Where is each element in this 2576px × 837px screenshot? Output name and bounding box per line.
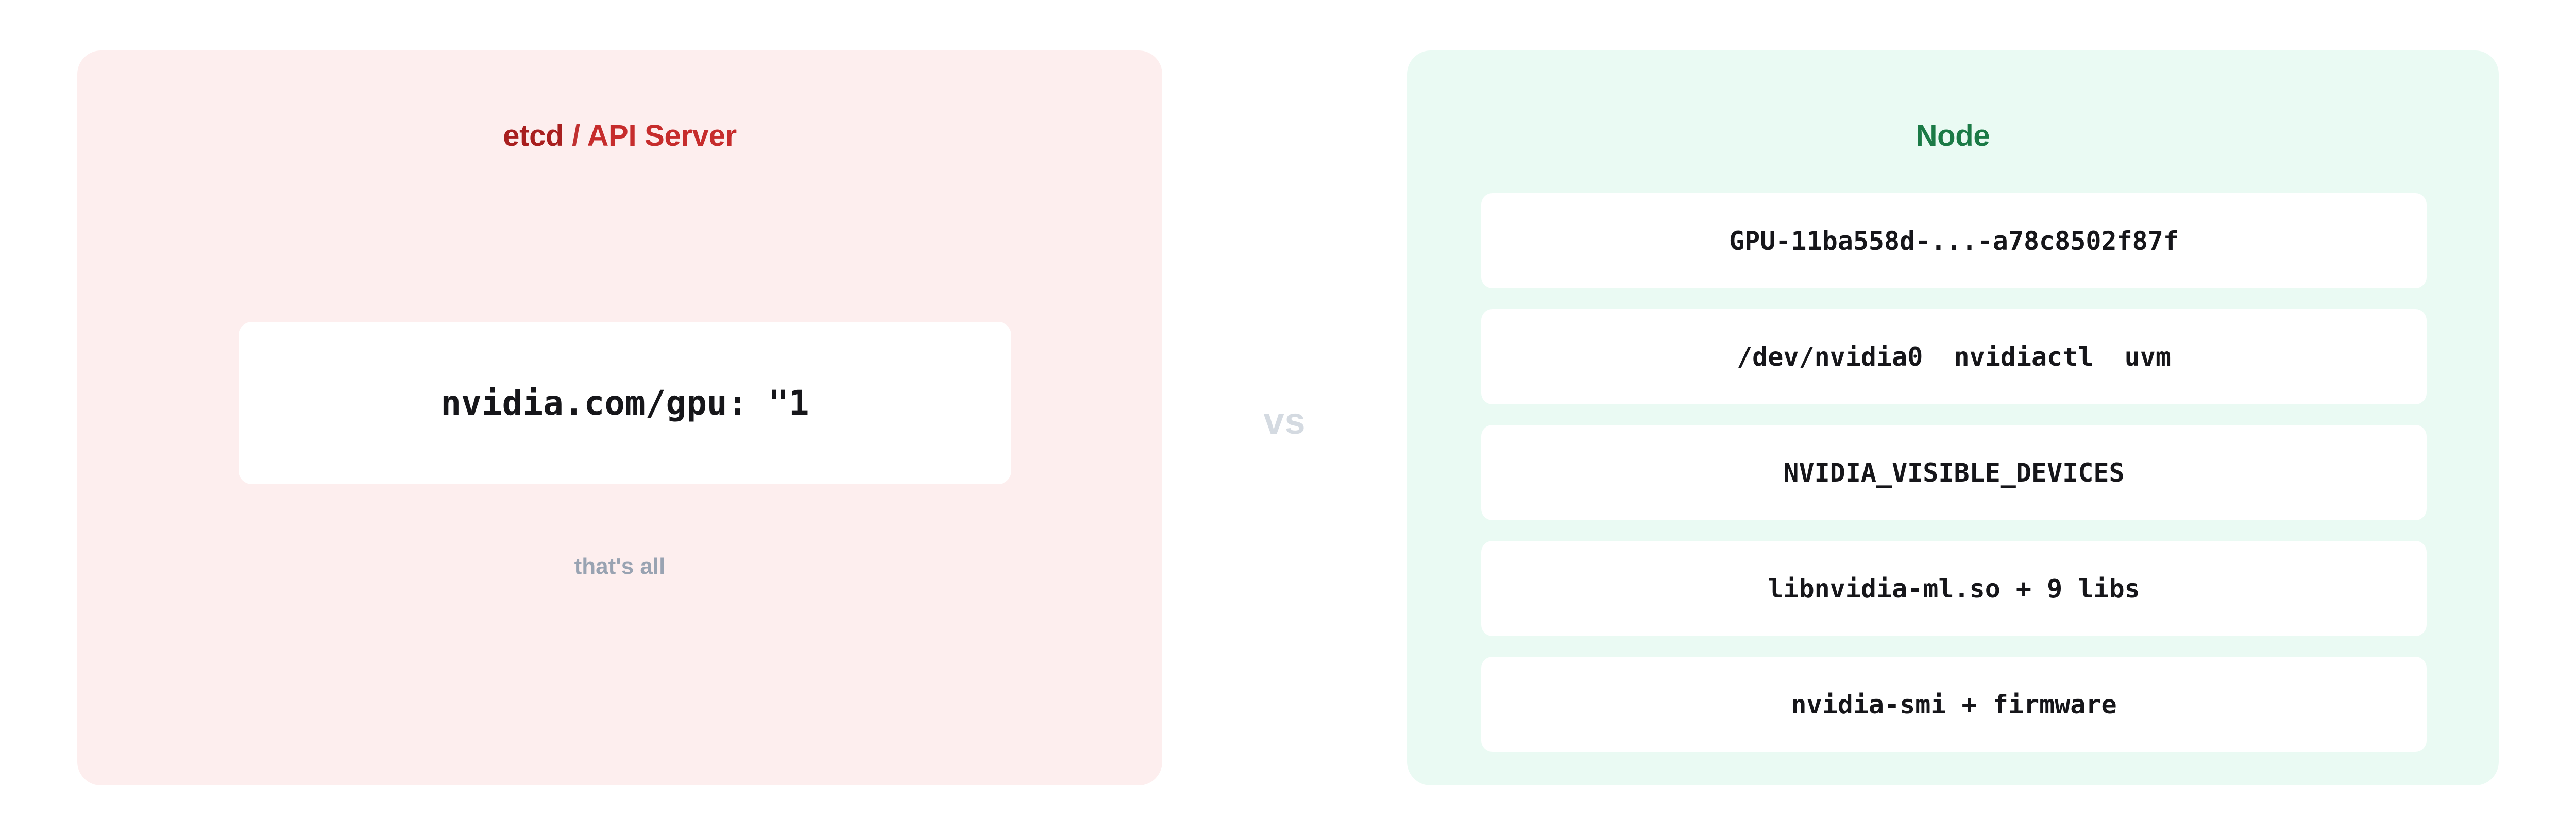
node-requirement-card: NVIDIA_VISIBLE_DEVICES — [1481, 425, 2427, 520]
node-requirement-text: nvidia-smi + firmware — [1791, 689, 2117, 720]
vs-divider-label: vs — [1263, 401, 1306, 442]
node-panel-title: Node — [1916, 119, 1990, 152]
node-requirement-card: /dev/nvidia0 nvidiactl uvm — [1481, 309, 2427, 404]
etcd-api-server-panel: etcd / API Server nvidia.com/gpu: "1 tha… — [77, 50, 1162, 785]
thats-all-caption: that's all — [574, 554, 666, 579]
node-requirement-card: GPU-11ba558d-...-a78c8502f87f — [1481, 193, 2427, 288]
gpu-resource-request-text: nvidia.com/gpu: "1 — [440, 383, 809, 423]
node-requirement-card: nvidia-smi + firmware — [1481, 657, 2427, 752]
node-requirement-card: libnvidia-ml.so + 9 libs — [1481, 541, 2427, 636]
node-requirement-text: GPU-11ba558d-...-a78c8502f87f — [1729, 226, 2179, 256]
etcd-api-server-panel-title: etcd / API Server — [77, 121, 1162, 151]
panel-title-etcd: etcd — [503, 119, 564, 152]
panel-title-api-server: API Server — [587, 119, 737, 152]
node-requirements-list: GPU-11ba558d-...-a78c8502f87f /dev/nvidi… — [1481, 193, 2427, 752]
gpu-resource-request-card: nvidia.com/gpu: "1 — [239, 322, 1011, 484]
node-requirement-text: libnvidia-ml.so + 9 libs — [1768, 573, 2140, 604]
panel-title-separator: / — [564, 119, 587, 152]
node-requirement-text: NVIDIA_VISIBLE_DEVICES — [1783, 457, 2125, 488]
node-requirement-text: /dev/nvidia0 nvidiactl uvm — [1737, 341, 2171, 372]
